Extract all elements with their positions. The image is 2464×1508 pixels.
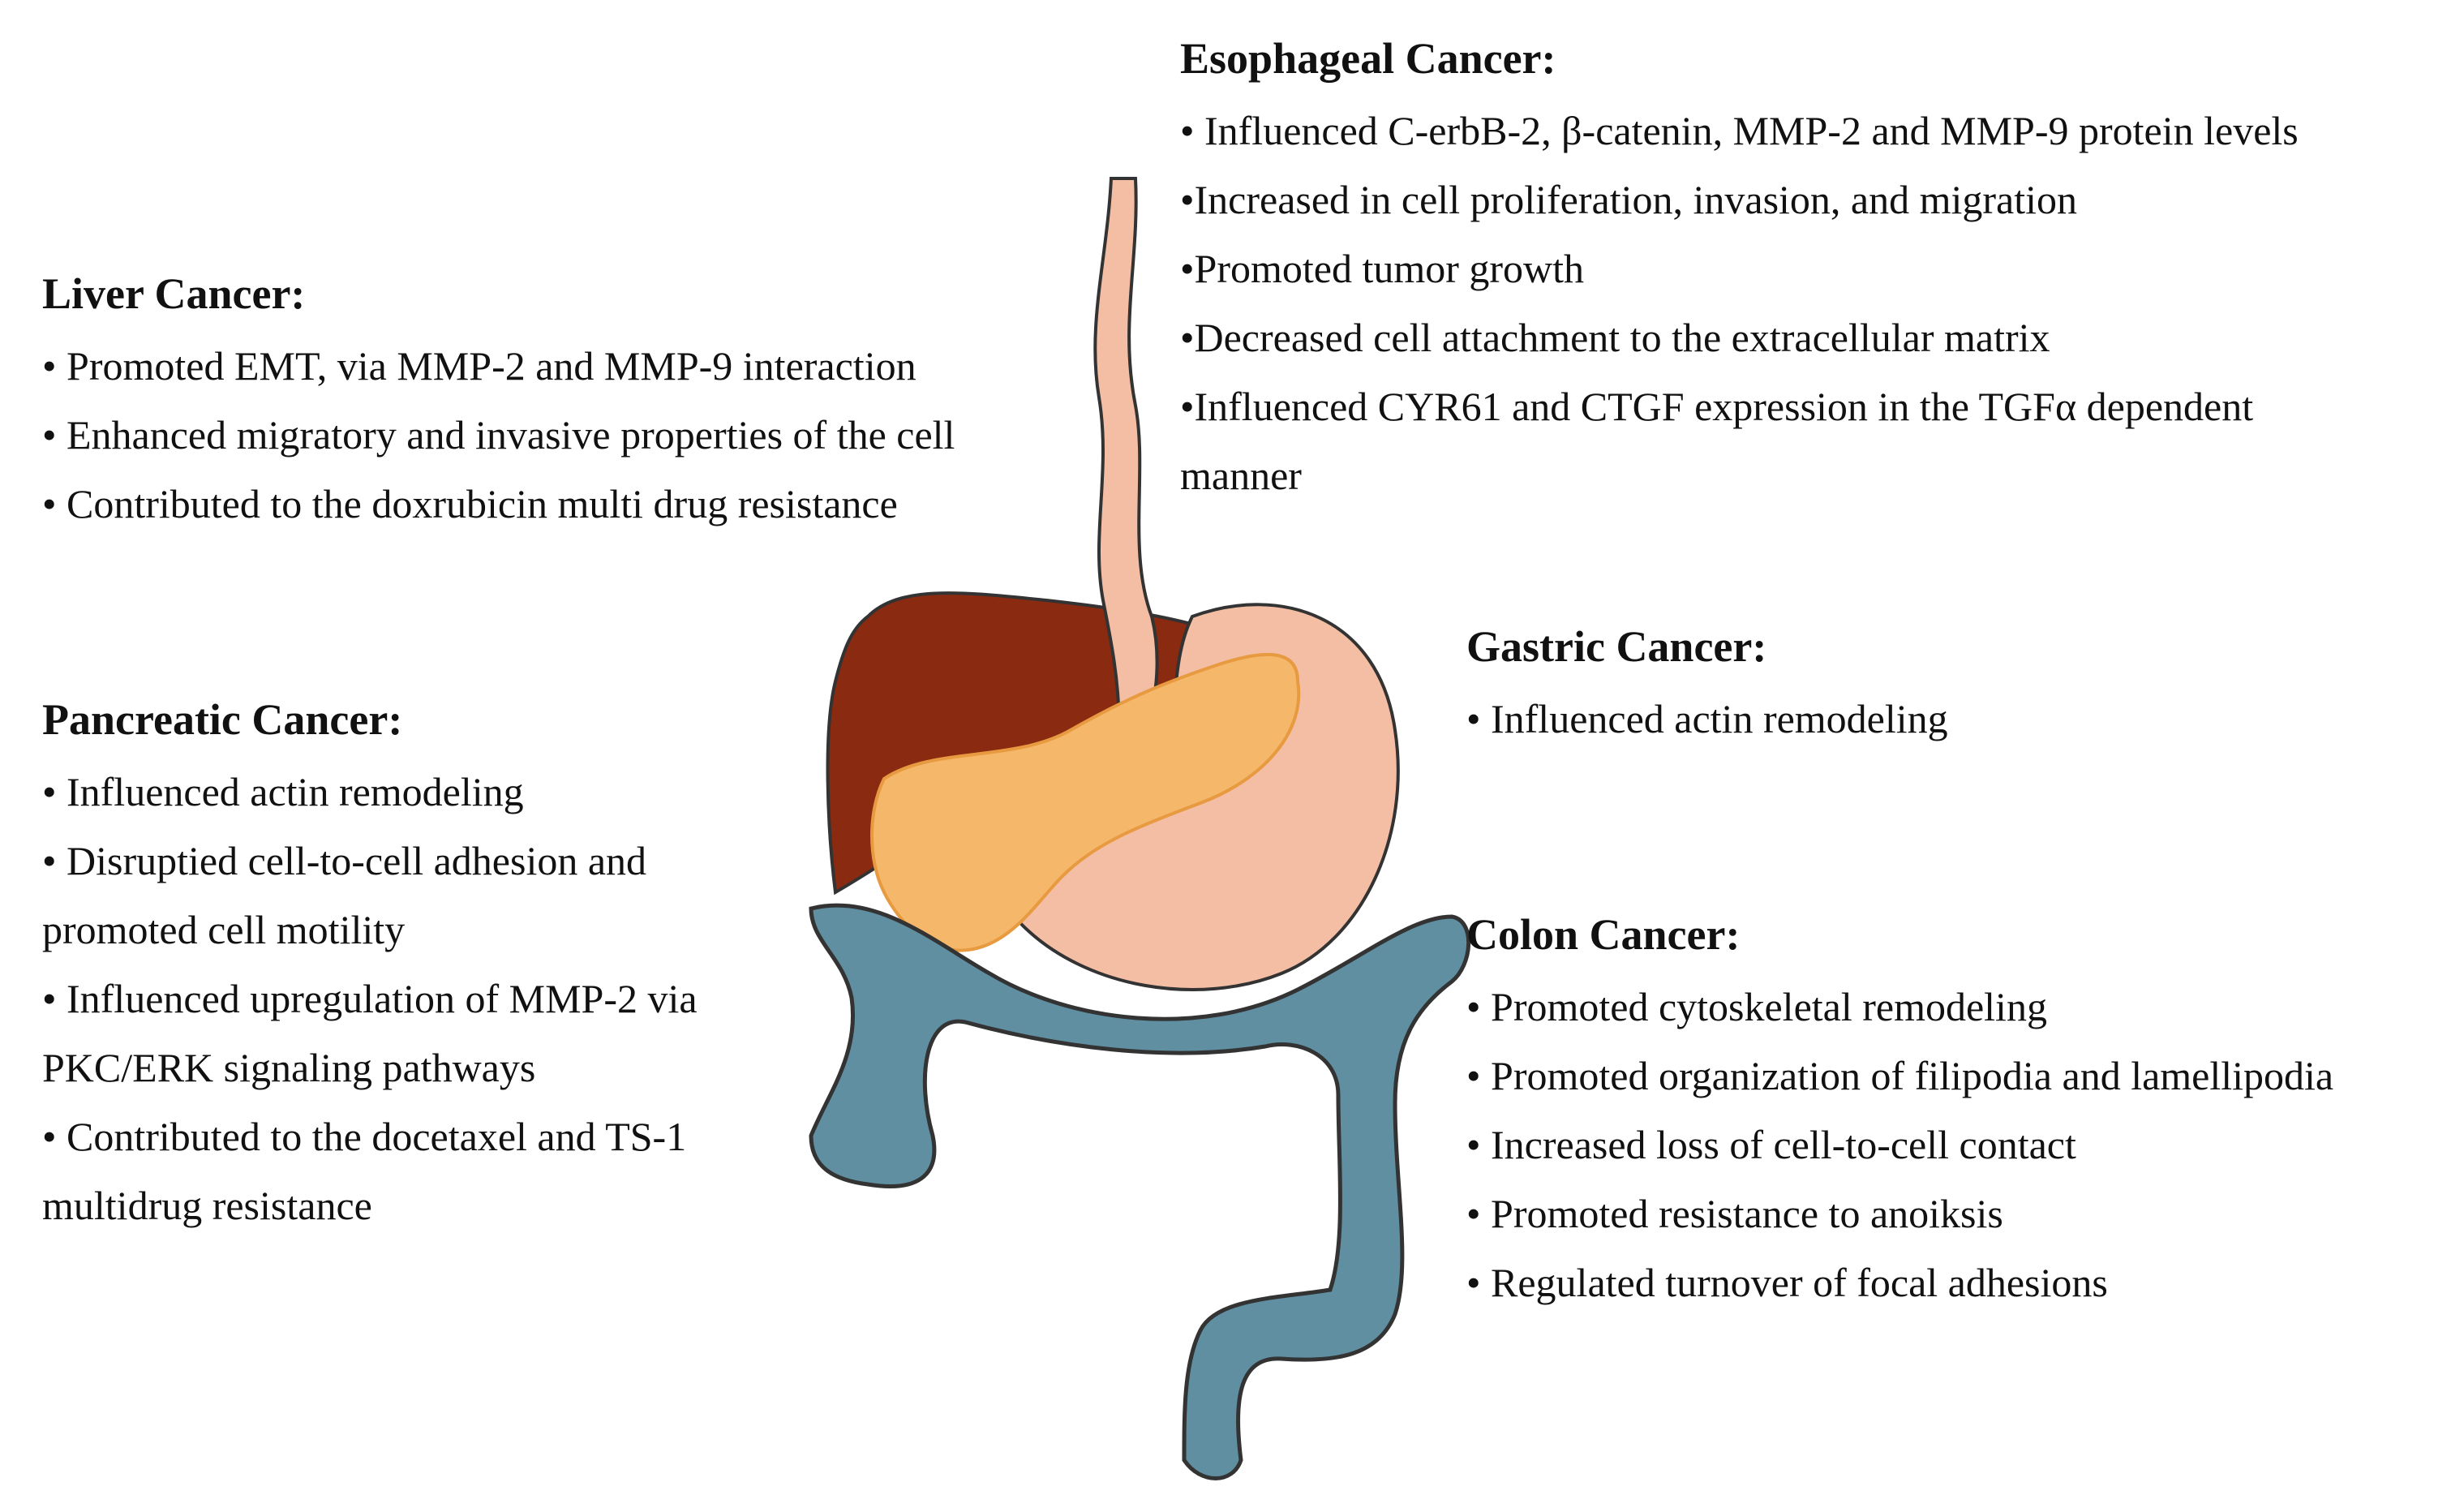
esophageal-cancer-title: Esophageal Cancer: [1180, 34, 1556, 83]
esophageal-cancer-list: • Influenced C-erbB-2, β-catenin, MMP-2 … [1180, 97, 2445, 510]
list-item: • Contributed to the doxrubicin multi dr… [42, 480, 898, 526]
list-item: • Promoted resistance to anoiksis [1466, 1190, 2003, 1236]
gastric-cancer-title: Gastric Cancer: [1466, 622, 1767, 671]
list-item: • Enhanced migratory and invasive proper… [42, 411, 955, 458]
list-item: •Promoted tumor growth [1180, 245, 1585, 291]
list-item: •Influenced CYR61 and CTGF expression in… [1180, 383, 2254, 498]
list-item: • Influenced upregulation of MMP-2 via P… [42, 975, 698, 1090]
list-item: • Increased loss of cell-to-cell contact [1466, 1121, 2076, 1167]
liver-cancer-title: Liver Cancer: [42, 269, 306, 318]
colon-cancer-list: • Promoted cytoskeletal remodeling • Pro… [1466, 973, 2456, 1317]
list-item: • Influenced C-erbB-2, β-catenin, MMP-2 … [1180, 107, 2299, 153]
list-item: •Increased in cell proliferation, invasi… [1180, 176, 2078, 222]
list-item: • Promoted organization of filipodia and… [1466, 1052, 2334, 1098]
list-item: • Contributed to the docetaxel and TS-1 … [42, 1113, 687, 1228]
liver-cancer-list: • Promoted EMT, via MMP-2 and MMP-9 inte… [42, 332, 1097, 539]
list-item: • Promoted EMT, via MMP-2 and MMP-9 inte… [42, 342, 916, 389]
digestive-organs-illustration [809, 177, 1471, 1480]
list-item: •Decreased cell attachment to the extrac… [1180, 314, 2050, 360]
list-item: • Influenced actin remodeling [1466, 695, 1948, 741]
colon-shape [809, 903, 1471, 1480]
list-item: • Regulated turnover of focal adhesions [1466, 1259, 2108, 1305]
colon-cancer-panel: Colon Cancer: • Promoted cytoskeletal re… [1466, 909, 2456, 1317]
gastric-cancer-list: • Influenced actin remodeling [1466, 685, 2359, 754]
list-item: • Promoted cytoskeletal remodeling [1466, 983, 2047, 1029]
list-item: • Influenced actin remodeling [42, 768, 524, 814]
list-item: • Disruptied cell-to-cell adhesion and p… [42, 837, 647, 952]
pancreatic-cancer-panel: Pancreatic Cancer: • Influenced actin re… [42, 694, 821, 1240]
pancreatic-cancer-title: Pancreatic Cancer: [42, 695, 403, 744]
gastric-cancer-panel: Gastric Cancer: • Influenced actin remod… [1466, 621, 2359, 754]
esophageal-cancer-panel: Esophageal Cancer: • Influenced C-erbB-2… [1180, 32, 2445, 510]
liver-cancer-panel: Liver Cancer: • Promoted EMT, via MMP-2 … [42, 268, 1097, 539]
colon-cancer-title: Colon Cancer: [1466, 910, 1741, 959]
pancreatic-cancer-list: • Influenced actin remodeling • Disrupti… [42, 758, 821, 1240]
